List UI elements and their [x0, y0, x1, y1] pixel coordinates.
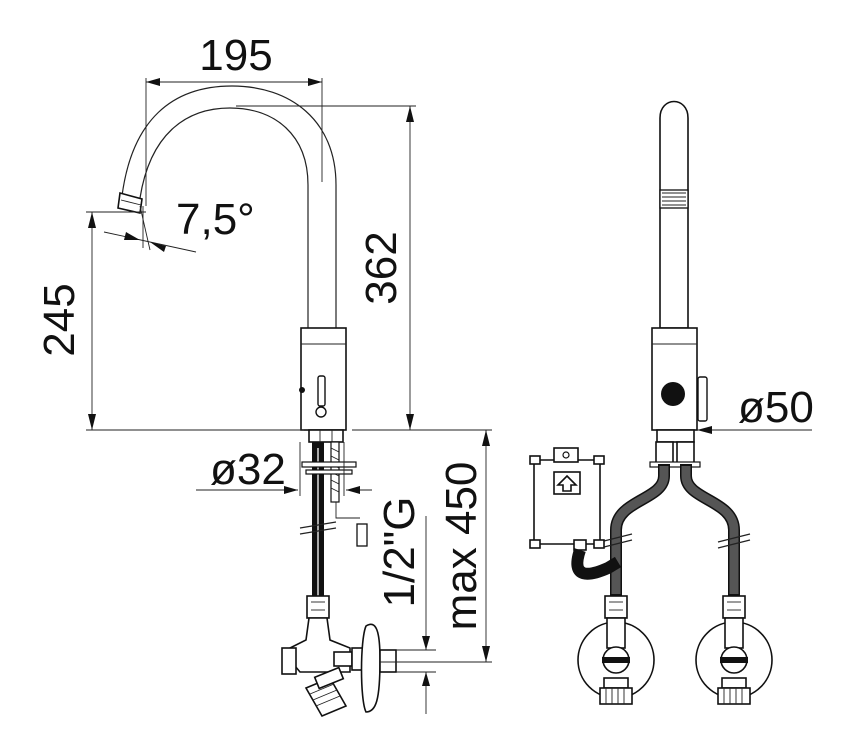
total-height-label: 362 — [357, 231, 406, 304]
width-label: 195 — [199, 31, 272, 80]
spout-outer — [139, 107, 309, 328]
control-box — [529, 447, 622, 580]
base-diameter-label: ø32 — [210, 445, 286, 494]
angle-label: 7,5° — [176, 195, 255, 244]
side-view: 195 362 245 7,5° ø32 — [35, 31, 492, 718]
front-view: ø50 — [529, 100, 814, 705]
valve-right — [695, 595, 773, 705]
lever-pivot — [315, 406, 327, 418]
outlet-height-label: 245 — [35, 283, 84, 356]
arrow-up-icon — [556, 474, 578, 492]
hose-nut — [306, 595, 330, 619]
body-diameter-label: ø50 — [738, 383, 814, 432]
thread-label: 1/2"G — [375, 496, 424, 607]
spout-inner — [121, 85, 337, 328]
sensor-eye — [661, 382, 685, 406]
front-spout — [659, 100, 689, 329]
spout-tip — [117, 191, 143, 214]
hose-length-label: max 450 — [437, 462, 486, 631]
valve-left — [577, 595, 655, 705]
lever-handle — [317, 375, 326, 407]
front-body — [651, 327, 698, 431]
front-lever — [697, 376, 708, 422]
